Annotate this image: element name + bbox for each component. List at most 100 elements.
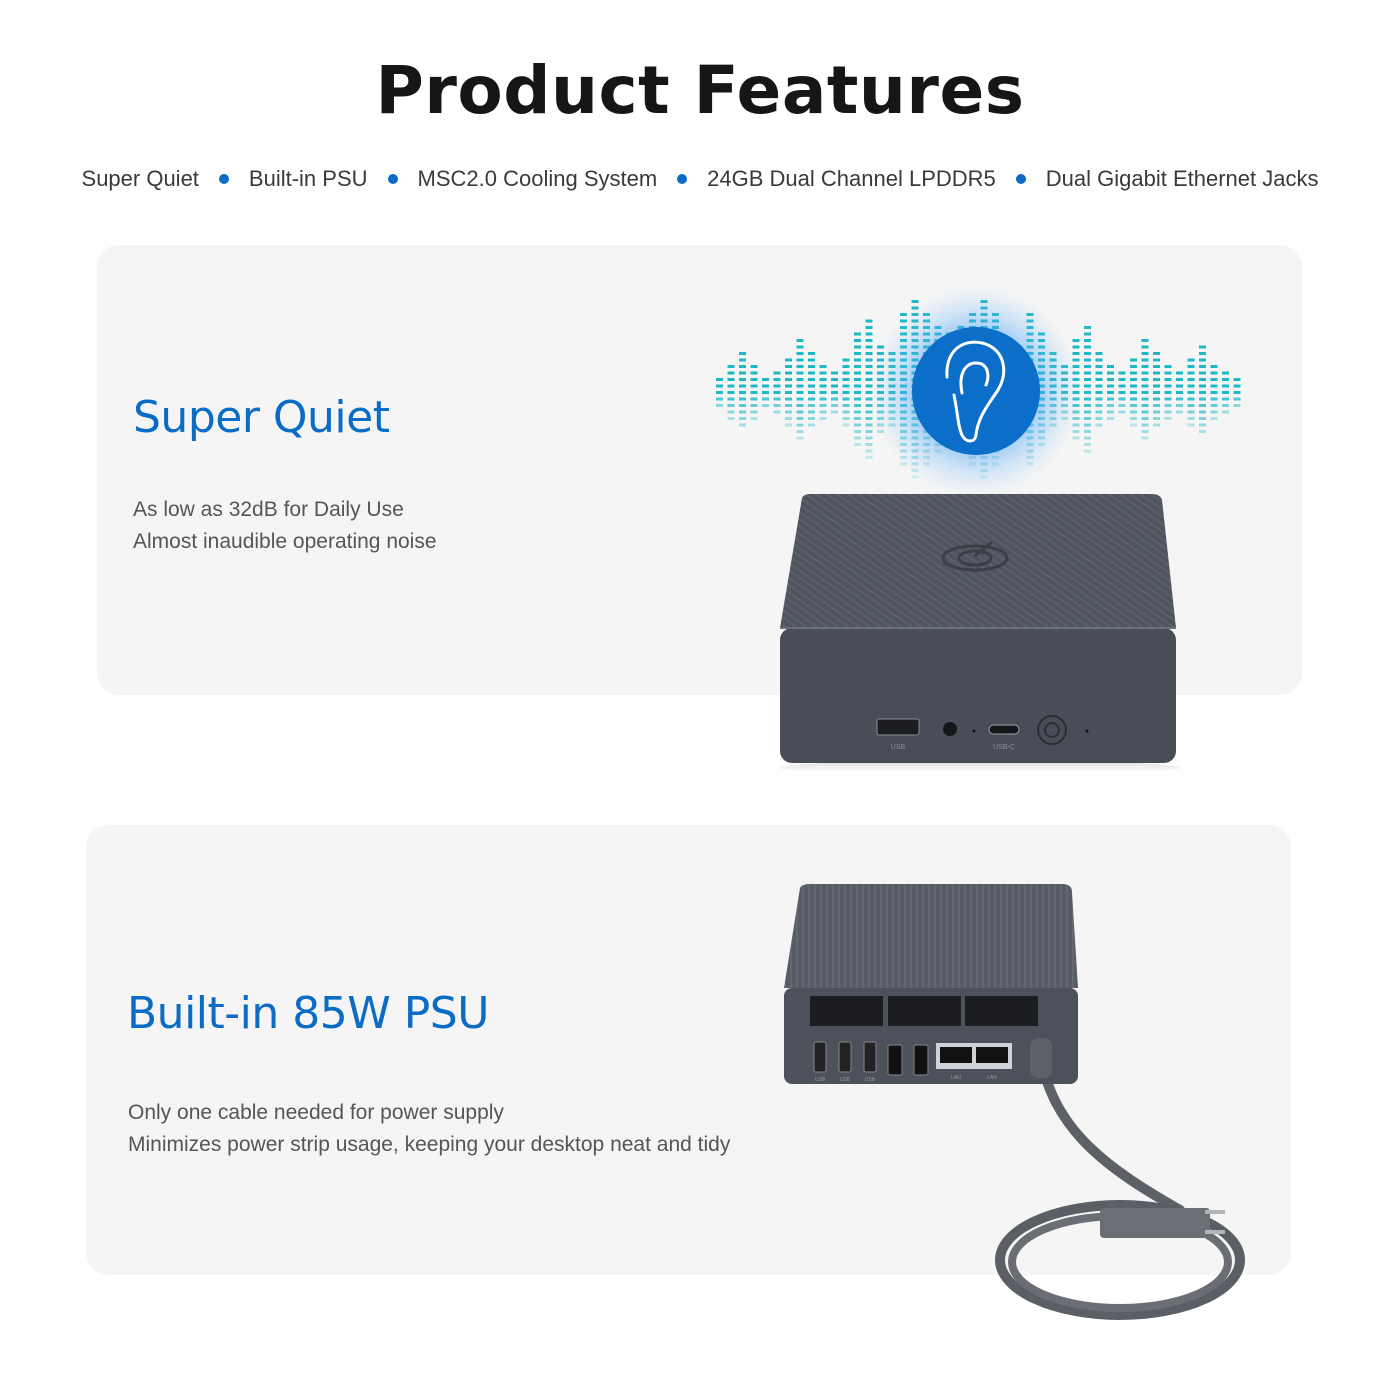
equalizer-segment bbox=[865, 378, 873, 381]
device-front bbox=[780, 628, 1176, 763]
equalizer-segment bbox=[1199, 417, 1206, 420]
equalizer-segment bbox=[1084, 443, 1091, 446]
equalizer-segment bbox=[1176, 391, 1183, 394]
equalizer-segment bbox=[785, 358, 792, 362]
equalizer-segment bbox=[773, 378, 781, 381]
equalizer-segment bbox=[831, 391, 838, 394]
equalizer-segment bbox=[727, 371, 735, 375]
equalizer-segment bbox=[1095, 384, 1103, 388]
equalizer-segment bbox=[1141, 417, 1149, 420]
usb-c-port bbox=[988, 724, 1020, 735]
equalizer-segment bbox=[1187, 417, 1195, 420]
equalizer-segment bbox=[1153, 404, 1160, 407]
equalizer-segment bbox=[854, 443, 861, 446]
equalizer-segment bbox=[1164, 378, 1172, 381]
equalizer-segment bbox=[1153, 352, 1160, 355]
equalizer-segment bbox=[1210, 378, 1218, 381]
equalizer-segment bbox=[739, 423, 746, 427]
ear-icon bbox=[945, 340, 1006, 443]
equalizer-segment bbox=[1141, 378, 1149, 381]
equalizer-segment bbox=[1199, 371, 1206, 375]
equalizer-segment bbox=[831, 410, 838, 414]
equalizer-segment bbox=[727, 397, 735, 401]
equalizer-segment bbox=[842, 358, 850, 362]
equalizer-segment bbox=[865, 384, 873, 388]
equalizer-segment bbox=[1141, 430, 1149, 433]
equalizer-segment bbox=[1210, 404, 1218, 407]
equalizer-segment bbox=[739, 417, 746, 420]
equalizer-segment bbox=[716, 397, 723, 401]
equalizer-segment bbox=[1084, 391, 1091, 394]
equalizer-segment bbox=[796, 345, 804, 349]
equalizer-segment bbox=[1210, 417, 1218, 420]
equalizer-segment bbox=[1141, 391, 1149, 394]
equalizer-segment bbox=[1095, 404, 1103, 407]
equalizer-segment bbox=[911, 475, 919, 479]
equalizer-segment bbox=[877, 345, 884, 349]
audio-jack bbox=[943, 722, 957, 736]
equalizer-segment bbox=[1084, 358, 1091, 362]
section-title: Built-in 85W PSU bbox=[127, 988, 489, 1039]
equalizer-segment bbox=[1153, 365, 1160, 368]
equalizer-segment bbox=[1164, 384, 1172, 388]
equalizer-segment bbox=[854, 352, 861, 355]
equalizer-segment bbox=[773, 404, 781, 407]
bullet-dot bbox=[1015, 174, 1026, 184]
equalizer-segment bbox=[796, 423, 804, 427]
lan-ports bbox=[936, 1043, 1012, 1069]
equalizer-segment bbox=[1199, 345, 1206, 349]
equalizer-segment bbox=[854, 339, 861, 342]
equalizer-segment bbox=[819, 417, 827, 420]
equalizer-segment bbox=[831, 404, 838, 407]
equalizer-segment bbox=[911, 300, 919, 303]
equalizer-segment bbox=[1199, 365, 1206, 368]
ear-icon-badge bbox=[912, 327, 1040, 455]
equalizer-segment bbox=[808, 371, 815, 375]
equalizer-segment bbox=[1187, 371, 1195, 375]
equalizer-segment bbox=[819, 384, 827, 388]
equalizer-segment bbox=[739, 384, 746, 388]
equalizer-segment bbox=[785, 384, 792, 388]
equalizer-segment bbox=[1141, 436, 1149, 440]
equalizer-segment bbox=[1210, 391, 1218, 394]
equalizer-segment bbox=[1118, 404, 1126, 407]
equalizer-segment bbox=[785, 371, 792, 375]
feature-bar: Super Quiet Built-in PSU MSC2.0 Cooling … bbox=[0, 166, 1400, 192]
equalizer-segment bbox=[750, 378, 758, 381]
description-line: Almost inaudible operating noise bbox=[133, 530, 437, 553]
equalizer-segment bbox=[1095, 397, 1103, 401]
equalizer-segment bbox=[1222, 384, 1229, 388]
equalizer-segment bbox=[808, 417, 815, 420]
feature-card-built-in-psu bbox=[86, 825, 1291, 1275]
equalizer-segment bbox=[1107, 384, 1114, 388]
equalizer-segment bbox=[854, 423, 861, 427]
equalizer-segment bbox=[808, 358, 815, 362]
equalizer-segment bbox=[1084, 436, 1091, 440]
equalizer-segment bbox=[865, 326, 873, 329]
equalizer-segment bbox=[1107, 404, 1114, 407]
equalizer-segment bbox=[1222, 378, 1229, 381]
equalizer-segment bbox=[1141, 365, 1149, 368]
equalizer-segment bbox=[819, 371, 827, 375]
equalizer-segment bbox=[831, 384, 838, 388]
equalizer-segment bbox=[1199, 391, 1206, 394]
equalizer-segment bbox=[865, 319, 873, 323]
equalizer-segment bbox=[796, 391, 804, 394]
equalizer-segment bbox=[1164, 391, 1172, 394]
equalizer-segment bbox=[1141, 345, 1149, 349]
equalizer-segment bbox=[1199, 352, 1206, 355]
equalizer-segment bbox=[750, 397, 758, 401]
equalizer-segment bbox=[865, 365, 873, 368]
equalizer-segment bbox=[1118, 397, 1126, 401]
equalizer-segment bbox=[1199, 358, 1206, 362]
equalizer-segment bbox=[1118, 371, 1126, 375]
equalizer-segment bbox=[865, 456, 873, 459]
equalizer-segment bbox=[1072, 430, 1080, 433]
bullet-dot bbox=[218, 174, 229, 184]
equalizer-segment bbox=[1233, 384, 1241, 388]
equalizer-segment bbox=[762, 391, 769, 394]
equalizer-segment bbox=[842, 410, 850, 414]
equalizer-segment bbox=[1199, 423, 1206, 427]
equalizer-segment bbox=[1164, 397, 1172, 401]
equalizer-segment bbox=[773, 384, 781, 388]
